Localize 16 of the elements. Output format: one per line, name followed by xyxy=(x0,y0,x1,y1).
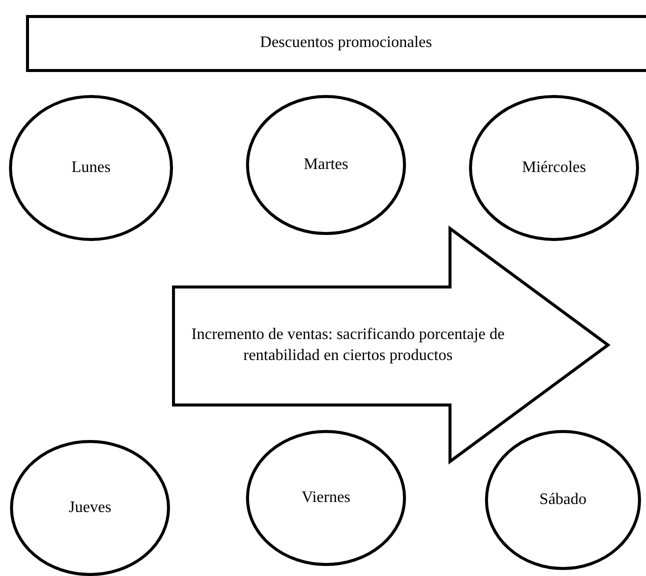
node-label: Miércoles xyxy=(522,158,586,178)
node-label: Lunes xyxy=(71,158,111,178)
day-ellipse xyxy=(246,95,406,235)
node-label: Incremento de ventas: sacrificando porcentaje de rentabilidad en ciertos productos xyxy=(190,325,506,366)
day-ellipse xyxy=(246,430,406,566)
day-ellipse xyxy=(9,95,173,241)
node-label: Martes xyxy=(304,154,348,175)
day-ellipse xyxy=(469,95,639,241)
block-arrow xyxy=(172,227,610,463)
day-ellipse xyxy=(485,430,641,570)
node-label: Sábado xyxy=(539,490,587,510)
node-label: Descuentos promocionales xyxy=(260,33,432,54)
title-box xyxy=(26,15,646,72)
day-ellipse xyxy=(10,440,170,576)
node-label: Jueves xyxy=(68,498,112,518)
node-label: Viernes xyxy=(302,488,350,508)
